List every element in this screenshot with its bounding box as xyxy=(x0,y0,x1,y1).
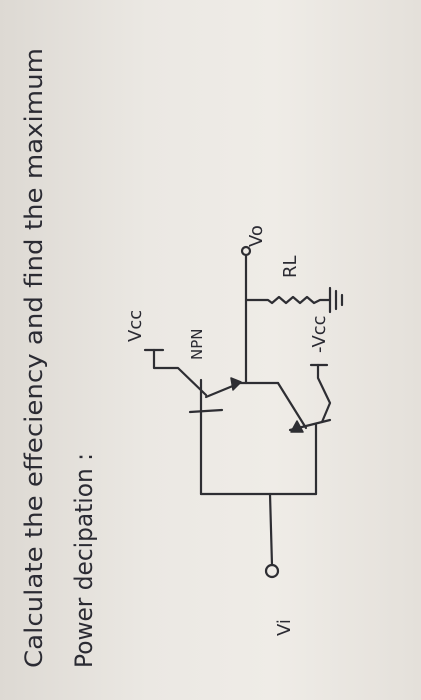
output-terminal xyxy=(240,245,252,257)
npn-label: NPN xyxy=(188,329,206,361)
npn-collector-lead xyxy=(152,348,208,397)
input-terminal xyxy=(264,563,280,579)
neg-vcc-label: -Vcc xyxy=(309,315,330,353)
load-label: RL xyxy=(280,255,301,278)
npn-base-bar xyxy=(188,408,224,414)
vcc-label: Vcc xyxy=(125,310,146,342)
input-wire xyxy=(268,492,274,567)
resistor-zigzag xyxy=(244,295,332,305)
pnp-emitter-lead xyxy=(276,381,308,430)
pnp-collector-lead xyxy=(316,363,332,424)
question-line-2: Power decipation : xyxy=(70,453,98,668)
question-line-1: Calculate the effeciency and find the ma… xyxy=(20,48,48,668)
npn-transistor xyxy=(143,348,242,414)
output-label: Vo xyxy=(246,225,267,247)
npn-emitter-arrow xyxy=(230,377,242,391)
pnp-transistor xyxy=(276,363,332,433)
input-label: Vi xyxy=(274,619,295,636)
load-resistor xyxy=(244,286,344,314)
